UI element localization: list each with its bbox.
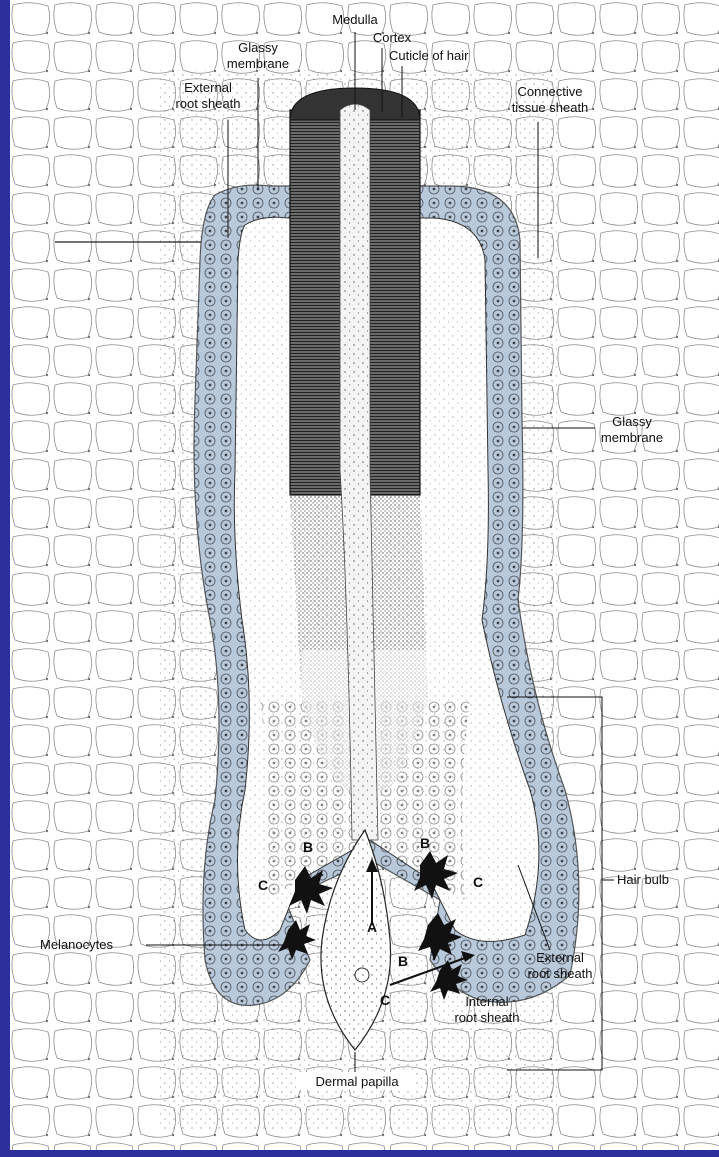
label-glassy-membrane-top-2: membrane (227, 56, 289, 71)
letter-a: A (367, 919, 377, 935)
label-glassy-membrane-top-1: Glassy (238, 40, 278, 55)
label-connective-tissue-sheath-2: tissue sheath (512, 100, 589, 115)
label-cortex: Cortex (373, 30, 412, 45)
label-cuticle: Cuticle of hair (389, 48, 469, 63)
letter-b-center: B (398, 953, 408, 969)
label-connective-tissue-sheath-1: Connective (517, 84, 582, 99)
label-glassy-membrane-right-2: membrane (601, 430, 663, 445)
label-external-root-sheath-top-2: root sheath (175, 96, 240, 111)
label-internal-root-sheath-2: root sheath (454, 1010, 519, 1025)
label-hair-bulb: Hair bulb (617, 872, 669, 887)
letter-c-center: C (380, 992, 390, 1008)
label-medulla: Medulla (332, 12, 378, 27)
hair-follicle-diagram: Medulla Glassy membrane Cortex Cuticle o… (10, 0, 719, 1150)
letter-b-right: B (420, 835, 430, 851)
label-internal-root-sheath-1: Internal (465, 994, 508, 1009)
diagram-canvas: Medulla Glassy membrane Cortex Cuticle o… (10, 0, 719, 1150)
label-melanocytes: Melanocytes (40, 937, 113, 952)
letter-c-left: C (258, 877, 268, 893)
label-glassy-membrane-right-1: Glassy (612, 414, 652, 429)
letter-b-left: B (303, 839, 313, 855)
label-dermal-papilla: Dermal papilla (315, 1074, 399, 1089)
label-external-root-sheath-top-1: External (184, 80, 232, 95)
label-external-root-sheath-bottom-2: root sheath (527, 966, 592, 981)
letter-c-right: C (473, 874, 483, 890)
label-external-root-sheath-bottom-1: External (536, 950, 584, 965)
